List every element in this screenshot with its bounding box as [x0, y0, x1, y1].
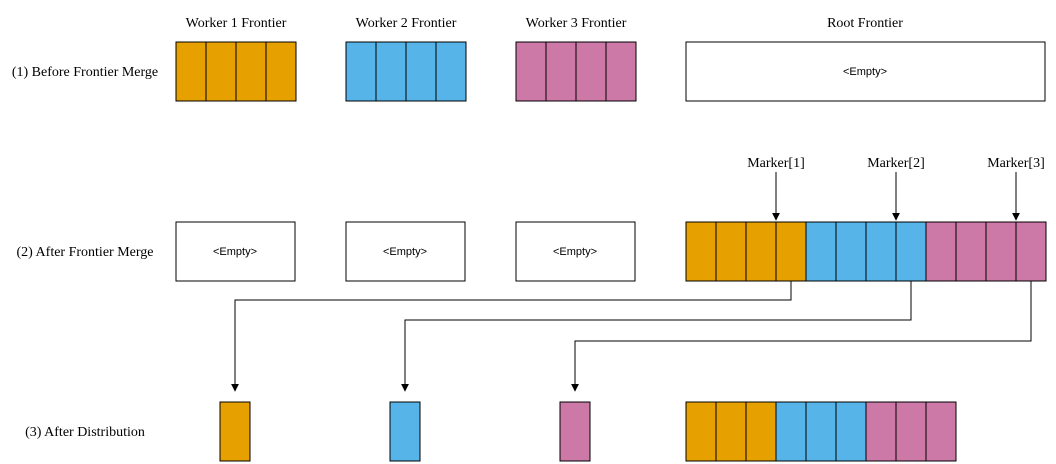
row2-worker2-empty-label: <Empty> — [383, 246, 427, 258]
row2-worker1-empty-box — [175, 221, 296, 282]
row1-w1-cell — [205, 41, 237, 102]
row2-root-cell-w3 — [985, 221, 1017, 282]
row2-root-frontier — [685, 221, 1047, 282]
row2-root-cell-w2 — [865, 221, 897, 282]
row3-root-cell-w2 — [775, 401, 807, 462]
marker2-label: Marker[2] — [867, 156, 925, 171]
row2-root-cell-w3 — [955, 221, 987, 282]
row3-root-cell-w1 — [685, 401, 717, 462]
distribution-arrow-worker1 — [231, 281, 792, 392]
row2-root-cell-w2 — [835, 221, 867, 282]
row3-root-cell-w2 — [835, 401, 867, 462]
row1-worker2-frontier — [345, 41, 467, 102]
row1-w1-cell — [265, 41, 297, 102]
row1-w3-cell — [575, 41, 607, 102]
row2-root-cell-w3 — [1015, 221, 1047, 282]
row3-root-cell-w2 — [805, 401, 837, 462]
row3-root-cell-w3 — [865, 401, 897, 462]
row3-root-frontier — [685, 401, 957, 462]
row2-root-cell-w1 — [775, 221, 807, 282]
row3-root-cell-w3 — [925, 401, 957, 462]
row2-worker1-empty-label: <Empty> — [213, 246, 257, 258]
row1-w3-cell — [545, 41, 577, 102]
row2-worker3-empty-label: <Empty> — [553, 246, 597, 258]
row3-root-cell-w1 — [745, 401, 777, 462]
row2-root-cell-w3 — [925, 221, 957, 282]
row1-w2-cell — [435, 41, 467, 102]
row1-w2-cell — [405, 41, 437, 102]
row2-worker3-empty-box — [515, 221, 636, 282]
row2-root-cell-w2 — [895, 221, 927, 282]
row3-worker2-cell — [389, 401, 421, 462]
marker1-label: Marker[1] — [747, 156, 805, 171]
row1-w1-cell — [235, 41, 267, 102]
row3-worker3-cell — [559, 401, 591, 462]
row1-w1-cell — [175, 41, 207, 102]
row1-worker1-frontier — [175, 41, 297, 102]
row2-root-cell-w1 — [745, 221, 777, 282]
row-label-after-distribution: (3) After Distribution — [25, 425, 145, 440]
row1-worker3-frontier — [515, 41, 637, 102]
row1-root-empty-box — [685, 41, 1046, 102]
row2-root-cell-w1 — [685, 221, 717, 282]
header-worker2: Worker 2 Frontier — [356, 16, 457, 31]
row3-root-cell-w3 — [895, 401, 927, 462]
row1-root-empty-label: <Empty> — [843, 66, 887, 78]
row-label-before: (1) Before Frontier Merge — [12, 65, 158, 80]
row-label-after-merge: (2) After Frontier Merge — [17, 245, 154, 260]
row2-root-cell-w1 — [715, 221, 747, 282]
row1-w2-cell — [375, 41, 407, 102]
header-worker3: Worker 3 Frontier — [526, 16, 627, 31]
row3-worker1-cell — [219, 401, 251, 462]
distribution-arrow-worker3 — [571, 281, 1032, 392]
row3-root-cell-w1 — [715, 401, 747, 462]
row2-worker2-empty-box — [345, 221, 466, 282]
header-root: Root Frontier — [827, 16, 903, 31]
row1-w2-cell — [345, 41, 377, 102]
header-worker1: Worker 1 Frontier — [186, 16, 287, 31]
row2-root-cell-w2 — [805, 221, 837, 282]
row1-w3-cell — [515, 41, 547, 102]
row1-w3-cell — [605, 41, 637, 102]
distribution-arrow-worker2 — [401, 281, 912, 392]
marker3-label: Marker[3] — [987, 156, 1045, 171]
